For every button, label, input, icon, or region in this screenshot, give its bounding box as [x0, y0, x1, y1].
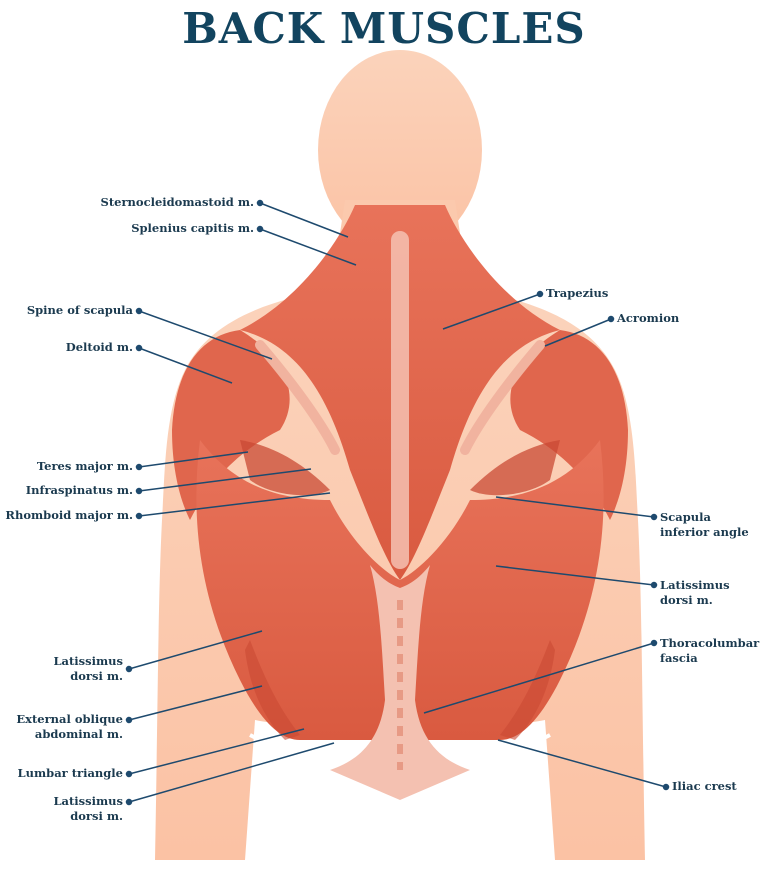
label-latissimus-bottom: Latissimus dorsi m. [53, 794, 123, 824]
label-scapula-line1: Scapula [660, 510, 711, 524]
label-latissimus-right-line1: Latissimus [660, 578, 730, 592]
right-teres-band [470, 440, 560, 496]
label-latissimus-bottom-line1: Latissimus [53, 794, 123, 808]
label-latissimus-right: Latissimus dorsi m. [660, 578, 730, 608]
label-iliac-crest: Iliac crest [672, 779, 737, 793]
label-deltoid: Deltoid m. [65, 340, 133, 354]
right-scapula-spine [460, 340, 545, 455]
label-latissimus-left: Latissimus dorsi m. [53, 654, 123, 684]
label-latissimus-left-line2: dorsi m. [70, 669, 123, 683]
label-latissimus-left-line1: Latissimus [53, 654, 123, 668]
muscle-layer [172, 205, 628, 808]
diagram-title: BACK MUSCLES [182, 4, 586, 53]
label-latissimus-bottom-line2: dorsi m. [70, 809, 123, 823]
label-infraspinatus: Infraspinatus m. [25, 483, 133, 497]
left-oblique [245, 640, 300, 740]
label-scapula-line2: inferior angle [660, 525, 749, 539]
label-acromion: Acromion [617, 311, 680, 325]
right-oblique [500, 640, 555, 740]
leader-lines [125, 199, 670, 806]
label-latissimus-right-line2: dorsi m. [660, 593, 713, 607]
pelvis-edge [249, 733, 551, 808]
left-scapula-spine [255, 340, 340, 455]
label-teres-major: Teres major m. [36, 459, 133, 473]
left-teres-band [240, 440, 330, 496]
label-spine-of-scapula: Spine of scapula [26, 303, 133, 317]
label-sternocleidomastoid: Sternocleidomastoid m. [100, 195, 254, 209]
label-external-oblique-line2: abdominal m. [34, 727, 123, 741]
thoracolumbar-fascia-shape [330, 565, 470, 800]
label-lumbar-triangle: Lumbar triangle [17, 766, 123, 780]
label-thoracolumbar-line1: Thoracolumbar [660, 636, 760, 650]
label-external-oblique: External oblique abdominal m. [16, 712, 123, 742]
label-thoracolumbar-line2: fascia [660, 651, 698, 665]
label-splenius-capitis: Splenius capitis m. [131, 221, 254, 235]
label-scapula-inferior-angle: Scapula inferior angle [660, 510, 749, 540]
label-external-oblique-line1: External oblique [16, 712, 123, 726]
label-trapezius: Trapezius [546, 286, 609, 300]
label-rhomboid-major: Rhomboid major m. [5, 508, 133, 522]
label-thoracolumbar-fascia: Thoracolumbar fascia [660, 636, 759, 666]
